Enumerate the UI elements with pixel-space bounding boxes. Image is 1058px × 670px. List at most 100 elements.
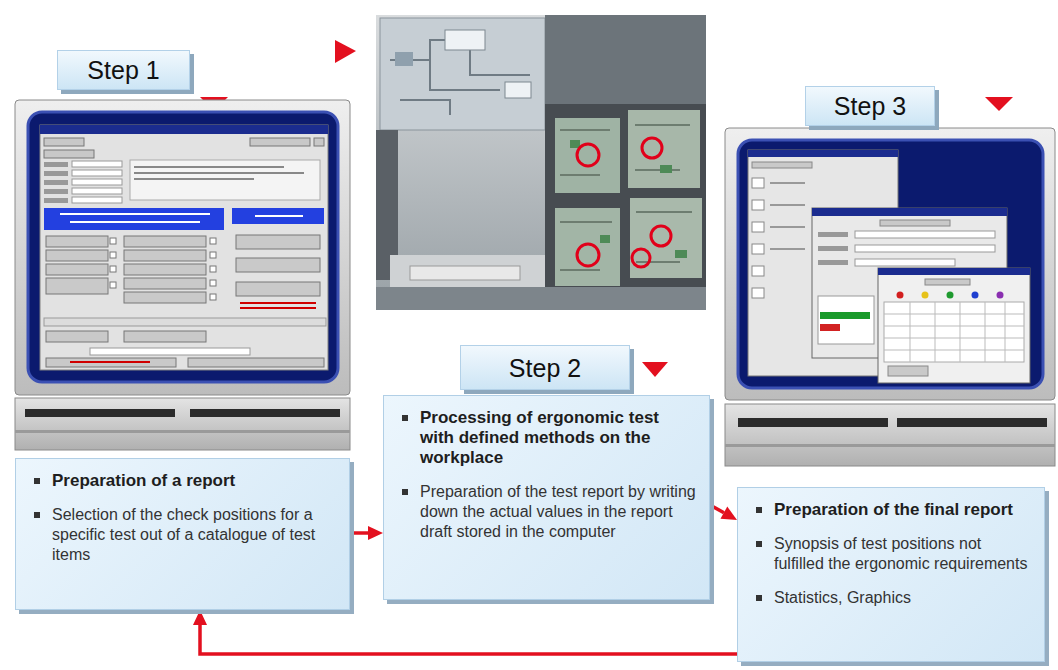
control-room-photo-part — [577, 244, 599, 266]
monitor-left-part — [236, 282, 320, 296]
control-room-photo-part — [410, 266, 520, 280]
red-triangles-part — [335, 40, 356, 63]
monitor-left-part — [210, 280, 216, 286]
control-room-photo-part — [395, 52, 413, 66]
monitor-left-part — [72, 188, 122, 194]
monitor-left-part — [236, 258, 320, 272]
monitor-left-part — [70, 221, 200, 223]
monitor-left-part — [15, 398, 350, 450]
monitor-right-part — [855, 259, 955, 266]
monitor-right-part — [818, 260, 848, 265]
monitor-right-part — [725, 444, 1055, 447]
monitor-right-part — [820, 324, 840, 331]
step-description-box: Processing of ergonomic test with define… — [383, 395, 710, 600]
monitor-left-part — [44, 150, 94, 158]
monitor-left-part — [210, 252, 216, 258]
monitor-left-part — [190, 409, 340, 417]
monitor-right-part — [752, 288, 764, 298]
monitor-left-part — [72, 179, 122, 185]
monitor-left-part — [134, 166, 284, 168]
flow-arrow — [710, 505, 737, 520]
monitor-left-part — [70, 361, 150, 363]
monitor-left-part — [72, 170, 122, 176]
monitor-left-part — [40, 125, 328, 370]
control-room-photo-part — [642, 138, 662, 158]
arrow-line — [710, 505, 724, 513]
control-room-photo-part — [505, 82, 531, 98]
control-room-photo-part — [570, 140, 580, 148]
step-label: Step 1 — [87, 55, 159, 85]
monitor-right — [725, 128, 1055, 466]
step-heading: Preparation of the final report — [752, 500, 1032, 520]
monitor-right-part — [752, 266, 764, 276]
control-room-photo-part — [545, 104, 706, 300]
monitor-right-part — [752, 162, 812, 168]
monitor-left-part — [46, 264, 108, 275]
monitor-right-part — [770, 182, 805, 184]
control-room-photo-part — [376, 287, 706, 310]
monitor-left-part — [72, 161, 122, 167]
monitor-left-part — [110, 266, 116, 272]
monitor-left-part — [44, 171, 68, 176]
step-label-box: Step 1 — [57, 50, 190, 90]
arrow-line — [350, 531, 368, 535]
step-label-box: Step 2 — [460, 345, 630, 390]
monitor-left-part — [40, 125, 328, 134]
monitor-right-part — [972, 292, 979, 299]
monitor-right-part — [770, 248, 805, 250]
monitor-right-part — [947, 292, 954, 299]
monitor-left-part — [46, 278, 108, 294]
monitor-left-part — [44, 162, 68, 167]
control-room-photo — [376, 15, 706, 310]
monitor-left-part — [236, 235, 320, 249]
arrow-head — [193, 610, 207, 625]
monitor-left-part — [250, 138, 310, 146]
control-room-photo-part — [651, 226, 671, 246]
monitor-right-part — [748, 150, 898, 157]
monitor-left-part — [124, 264, 206, 275]
monitor-left-part — [46, 331, 108, 342]
monitor-right-part — [752, 178, 764, 188]
monitor-left-part — [44, 208, 224, 230]
flow-arrow — [193, 610, 737, 654]
arrow-head — [368, 526, 383, 540]
monitor-right-part — [770, 204, 805, 206]
monitor-left-part — [46, 358, 176, 367]
monitor-right-part — [884, 302, 1024, 362]
monitor-left-part — [124, 278, 206, 289]
control-room-photo-part — [660, 165, 672, 173]
monitor-left-part — [110, 238, 116, 244]
monitor-left-part — [44, 138, 84, 146]
monitor-right-part — [818, 296, 874, 344]
control-room-photo-part — [628, 110, 700, 188]
monitor-left-part — [124, 331, 206, 342]
step-label: Step 3 — [834, 91, 906, 121]
monitor-right-part — [770, 226, 805, 228]
flow-arrow — [350, 526, 383, 540]
monitor-left-part — [124, 250, 206, 261]
control-room-photo-part — [376, 15, 706, 310]
monitor-right-part — [818, 232, 848, 237]
monitor-left-part — [124, 292, 206, 303]
monitor-left-part — [15, 430, 350, 433]
control-room-photo-part — [632, 249, 650, 267]
monitor-right-part — [725, 404, 1055, 466]
control-room-photo-part — [380, 18, 545, 130]
red-triangles-part — [985, 97, 1013, 111]
step-heading: Processing of ergonomic test with define… — [398, 408, 697, 468]
bullet-text: Statistics, Graphics — [752, 588, 1032, 608]
monitor-right-part — [922, 292, 929, 299]
monitor-left-part — [130, 160, 320, 200]
monitor-left-part — [210, 238, 216, 244]
monitor-left — [15, 100, 350, 450]
monitor-left-part — [188, 358, 324, 367]
monitor-right-part — [738, 418, 888, 427]
red-triangles-part — [642, 362, 668, 377]
monitor-left-part — [25, 409, 175, 417]
monitor-left-part — [90, 348, 250, 355]
control-room-photo-part — [545, 15, 706, 110]
monitor-left-part — [314, 138, 324, 146]
monitor-right-part — [812, 208, 1007, 216]
monitor-left-part — [210, 266, 216, 272]
arrow-line — [200, 625, 737, 654]
